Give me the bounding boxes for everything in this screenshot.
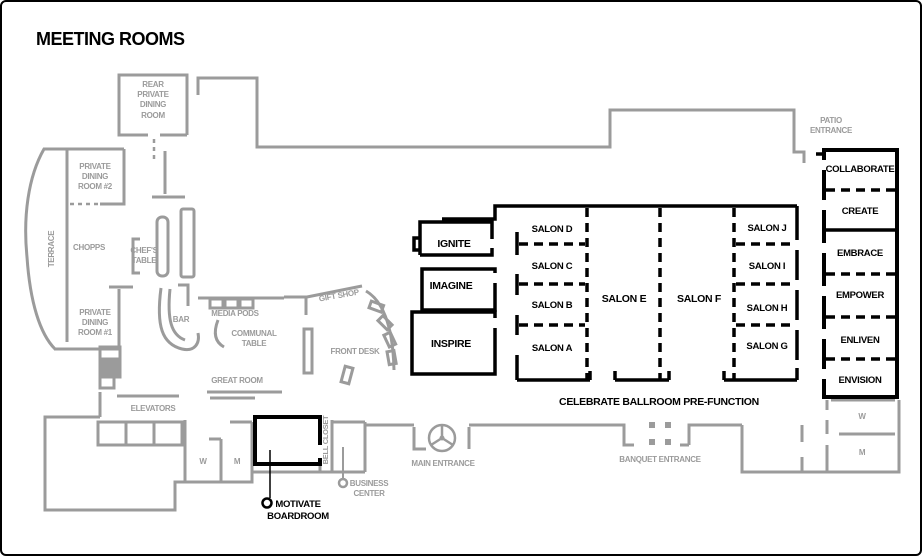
door-gaps [317,160,827,458]
black-walls [253,148,899,509]
gray-walls [24,73,901,512]
